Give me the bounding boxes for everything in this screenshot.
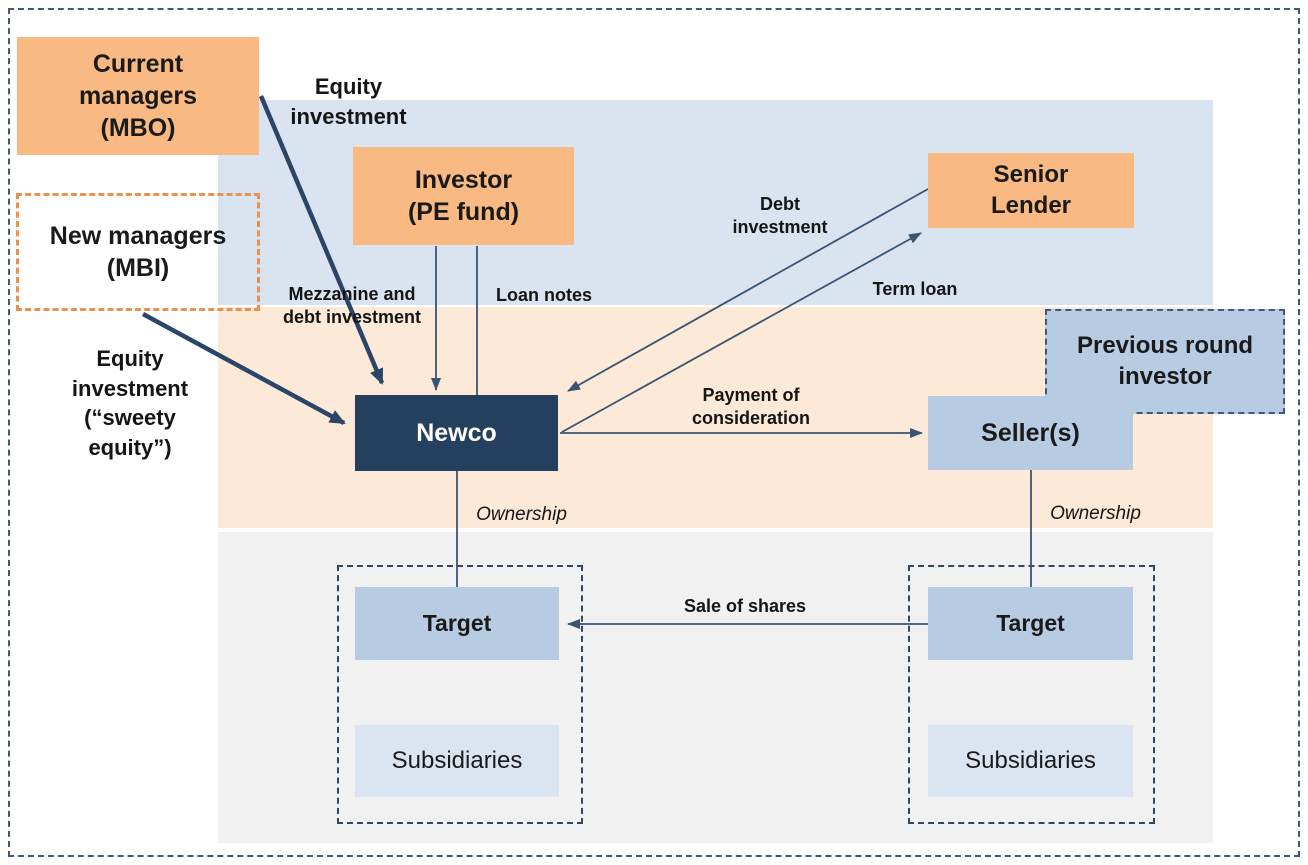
node-senior-lender: Senior Lender: [928, 153, 1134, 228]
node-target-left: Target: [355, 587, 559, 660]
label-ownership-left: Ownership: [476, 504, 567, 525]
node-sellers: Seller(s): [928, 396, 1133, 470]
node-subsidiaries-left: Subsidiaries: [355, 725, 559, 797]
label-ownership-right: Ownership: [1050, 503, 1141, 524]
label-equity-investment-top: Equity investment: [290, 74, 407, 129]
label-debt-investment: Debt investment: [732, 194, 828, 238]
node-investor-pe-fund: Investor (PE fund): [353, 147, 574, 245]
node-current-managers: Current managers (MBO): [17, 37, 259, 155]
label-payment-of-consideration: Payment of consideration: [691, 385, 811, 429]
node-new-managers: New managers (MBI): [16, 193, 260, 311]
node-subsidiaries-right: Subsidiaries: [928, 725, 1133, 797]
node-newco: Newco: [355, 395, 558, 471]
label-equity-investment-sweety: Equity investment (“sweety equity”): [71, 346, 189, 461]
node-previous-round-investor: Previous round investor: [1045, 309, 1285, 414]
target-group-left: [337, 565, 583, 824]
label-mezzanine-debt-investment: Mezzanine and debt investment: [282, 284, 422, 328]
outer-dashed-frame: [8, 8, 1300, 857]
label-loan-notes: Loan notes: [495, 285, 592, 305]
label-sale-of-shares: Sale of shares: [683, 596, 807, 616]
label-term-loan: Term loan: [872, 279, 958, 299]
node-target-right: Target: [928, 587, 1133, 660]
